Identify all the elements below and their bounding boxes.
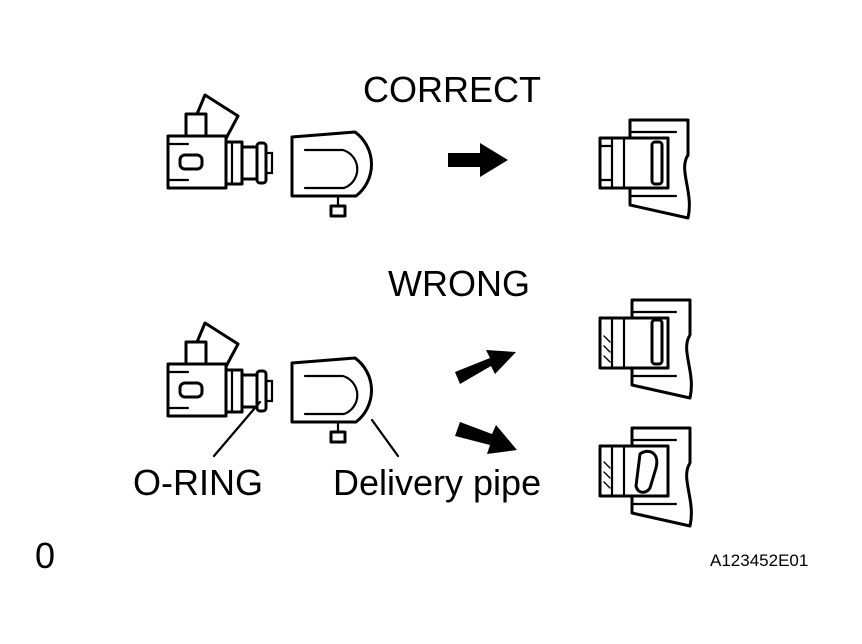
correct-heading: CORRECT (363, 69, 541, 110)
installed-wrong-twisted (598, 426, 693, 528)
o-ring-label: O-RING (133, 462, 263, 503)
installed-correct (598, 118, 691, 220)
delivery-pipe-label: Delivery pipe (333, 462, 542, 503)
arrow-wrong-lower (455, 422, 517, 454)
injector-correct (166, 93, 274, 190)
wrong-heading: WRONG (388, 263, 530, 304)
figure-id: A123452E01 (710, 551, 809, 570)
installed-wrong-pinched (598, 298, 693, 400)
arrow-correct (448, 143, 508, 177)
o-ring-leader (212, 400, 262, 458)
delivery-pipe-wrong (290, 356, 374, 444)
injector-wrong (166, 321, 274, 418)
corner-mark: 0 (35, 535, 56, 576)
delivery-pipe-correct (290, 130, 374, 218)
delivery-pipe-leader (370, 418, 400, 458)
arrow-wrong-upper (455, 350, 516, 384)
